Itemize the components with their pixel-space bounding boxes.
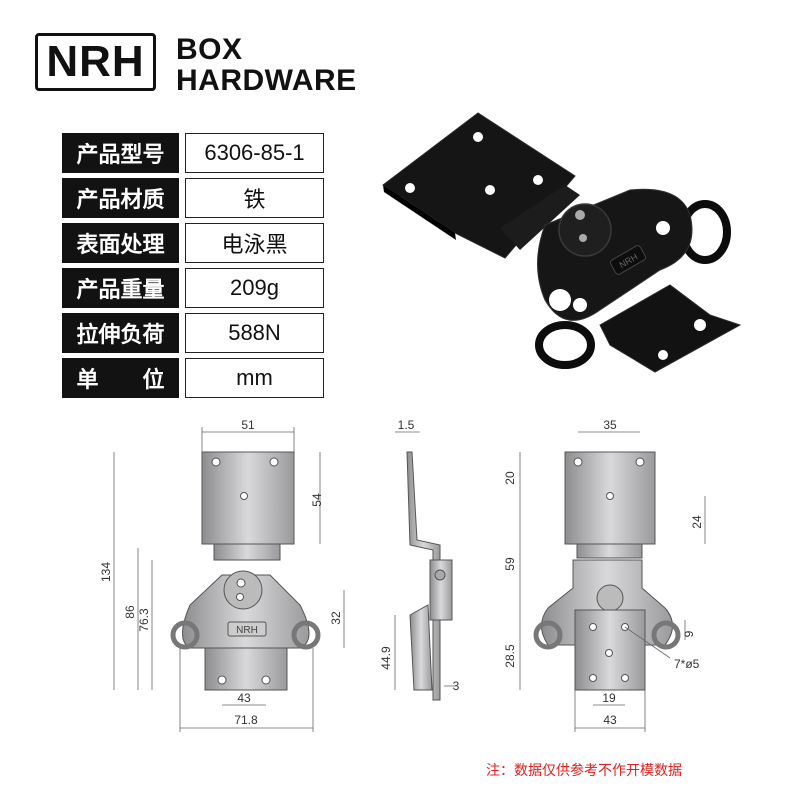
brand-name: BOX HARDWARE — [176, 34, 357, 96]
dim-label: 32 — [329, 611, 343, 625]
dim-label: 1.5 — [398, 418, 415, 432]
spec-row: 表面处理电泳黑 — [62, 223, 324, 263]
side-dimension-lines — [394, 431, 456, 690]
front-view-drawing: NRH — [170, 451, 321, 691]
dim-label: 54 — [310, 493, 324, 507]
spec-value: 电泳黑 — [185, 223, 324, 263]
dim-label: 86 — [123, 605, 137, 619]
dim-label: 20 — [503, 471, 517, 485]
spec-label: 产品重量 — [62, 268, 179, 308]
dim-label: 76.3 — [137, 608, 151, 632]
spec-label: 拉伸负荷 — [62, 313, 179, 353]
spec-value: 6306-85-1 — [185, 133, 324, 173]
brand-logo-mark: NRH — [35, 33, 156, 91]
dim-label: 43 — [237, 691, 251, 705]
dim-label: 35 — [603, 418, 617, 432]
front-dimension-lines — [113, 427, 345, 732]
spec-value: 铁 — [185, 178, 324, 218]
dim-label: 43 — [603, 713, 617, 727]
brand-line-2: HARDWARE — [176, 64, 357, 97]
dim-label: 28.5 — [503, 644, 517, 668]
spec-value: mm — [185, 358, 324, 398]
spec-label: 产品材质 — [62, 178, 179, 218]
back-view-drawing — [533, 451, 681, 691]
spec-row: 产品材质铁 — [62, 178, 324, 218]
dim-label: 24 — [690, 515, 704, 529]
dim-label: 51 — [241, 418, 255, 432]
dim-label: 19 — [602, 691, 616, 705]
back-dimension-lines — [519, 431, 706, 732]
spec-label: 产品型号 — [62, 133, 179, 173]
spec-label: 表面处理 — [62, 223, 179, 263]
dim-label: 3 — [453, 679, 460, 693]
brand-line-1: BOX — [176, 33, 243, 66]
dim-label: 44.9 — [379, 646, 393, 670]
dim-label: 134 — [99, 562, 113, 582]
front-mark-label: NRH — [236, 625, 258, 636]
dim-label: 71.8 — [234, 713, 258, 727]
spec-label: 单 位 — [62, 358, 179, 398]
disclaimer-note: 注：数据仅供参考不作开模数据 — [486, 763, 682, 779]
product-mark-label: NRH — [618, 252, 640, 270]
spec-value: 588N — [185, 313, 324, 353]
dim-label: 7*ø5 — [674, 657, 700, 671]
dim-label: 59 — [503, 557, 517, 571]
dim-label: 9 — [682, 630, 696, 637]
spec-value: 209g — [185, 268, 324, 308]
side-view-drawing — [406, 451, 453, 701]
latch-product-image: NRH — [382, 112, 742, 373]
